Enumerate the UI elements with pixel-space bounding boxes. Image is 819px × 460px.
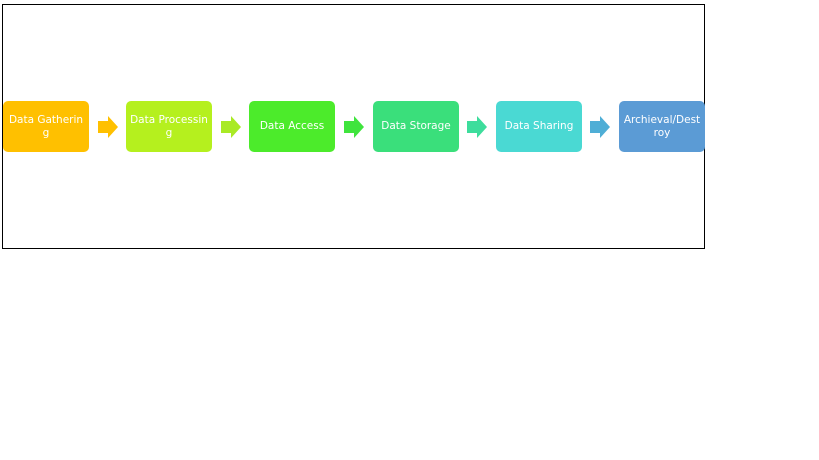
arrow-right-icon xyxy=(344,116,364,138)
step-label: Data Storage xyxy=(381,120,451,132)
step-label: Archieval/Destroy xyxy=(623,113,701,139)
step-archieval-destroy: Archieval/Destroy xyxy=(619,101,705,152)
step-data-access: Data Access xyxy=(249,101,335,152)
step-label: Data Sharing xyxy=(504,120,574,132)
step-data-processing: Data Processing xyxy=(126,101,212,152)
step-data-storage: Data Storage xyxy=(373,101,459,152)
arrow-right-icon xyxy=(467,116,487,138)
arrow-right-icon xyxy=(98,116,118,138)
step-label: Data Gathering xyxy=(8,113,84,139)
arrow-right-icon xyxy=(590,116,610,138)
arrow-right-icon xyxy=(221,116,241,138)
step-data-sharing: Data Sharing xyxy=(496,101,582,152)
step-data-gathering: Data Gathering xyxy=(3,101,89,152)
step-label: Data Access xyxy=(259,120,325,132)
step-label: Data Processing xyxy=(130,113,208,139)
